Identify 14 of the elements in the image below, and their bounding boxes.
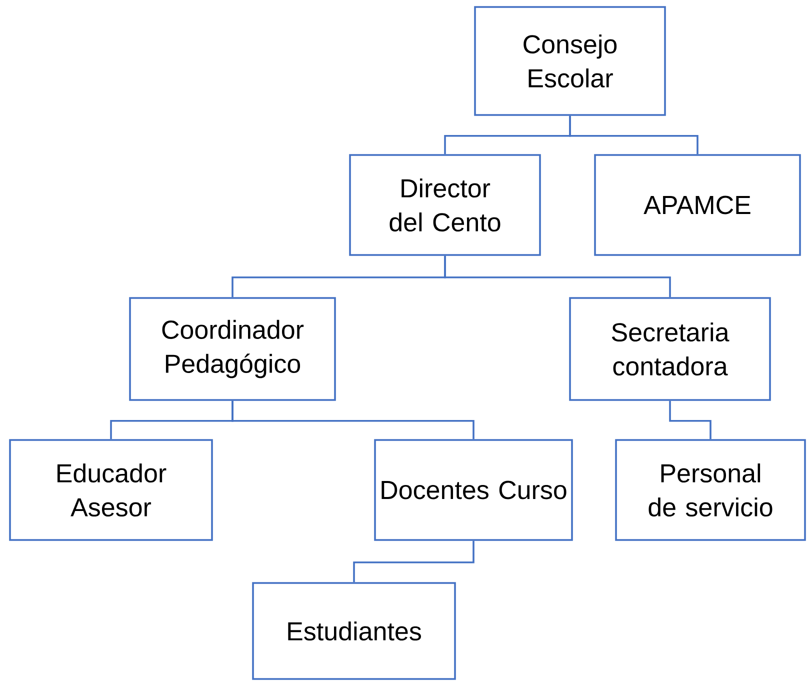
connector-line	[669, 400, 712, 440]
org-box: Estudiantes	[252, 582, 456, 680]
connector-line	[232, 400, 474, 440]
connector-line	[353, 540, 474, 582]
org-box: Consejo Escolar	[474, 6, 666, 116]
org-box: Educador Asesor	[9, 439, 213, 541]
org-box: Docentes Curso	[374, 439, 573, 541]
org-box: Secretaria contadora	[569, 297, 771, 401]
connector-line	[569, 116, 698, 154]
org-box: APAMCE	[594, 154, 801, 256]
org-box: Coordinador Pedagógico	[129, 297, 336, 401]
org-box: Director del Cento	[349, 154, 541, 256]
org-box: Personal de servicio	[615, 439, 806, 541]
connector-line	[444, 256, 671, 298]
